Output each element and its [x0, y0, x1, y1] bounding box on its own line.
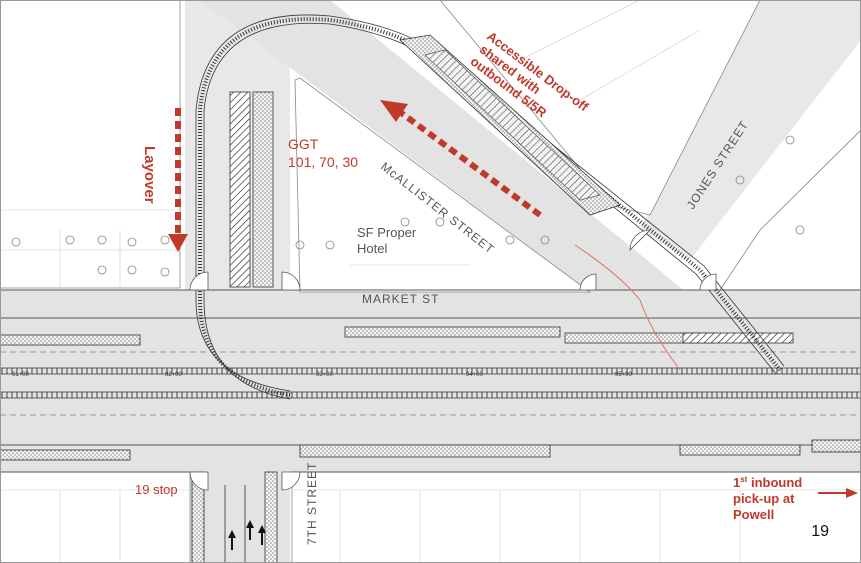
pickup-label-line1: 1st inbound	[733, 475, 802, 490]
boarding-islands	[0, 326, 861, 461]
station-91: 91+00	[12, 372, 30, 378]
station-92: 92+00	[165, 372, 183, 378]
station-93: 93+00	[316, 372, 334, 378]
lane-arrows	[228, 520, 266, 550]
layover-label: Layover	[141, 146, 158, 204]
ggt-label-line2: 101, 70, 30	[288, 154, 358, 170]
stop-19-label: 19 stop	[135, 482, 178, 497]
station-labels: 93+00 94+00 95+00 92+00 91+00	[12, 372, 633, 378]
seventh-street-label: 7TH STREET	[305, 462, 319, 545]
ggt-label-line1: GGT	[288, 136, 319, 152]
pickup-ordinal-suffix: st	[740, 475, 747, 484]
corner-bulbouts	[189, 229, 717, 491]
loop-track-rails	[195, 14, 785, 400]
street-trees	[11, 135, 805, 277]
station-95: 95+00	[615, 372, 633, 378]
jones-turn-route	[574, 244, 681, 371]
page-number: 19	[811, 523, 829, 540]
layover-route-arrow	[168, 108, 188, 252]
pickup-label-line2: pick-up at	[733, 491, 795, 506]
market-tracks	[0, 367, 861, 399]
dropoff-route-arrow	[380, 100, 542, 218]
pickup-annotation: 1st inbound pick-up at Powell	[733, 475, 802, 522]
hotel-label-line1: SF Proper	[357, 225, 417, 240]
market-street-label: MARKET ST	[362, 292, 439, 306]
pickup-line1-rest: inbound	[747, 475, 802, 490]
pickup-route-arrow	[818, 488, 858, 498]
pickup-ordinal: 1	[733, 475, 740, 490]
hotel-label-line2: Hotel	[357, 241, 387, 256]
mcallister-platform	[399, 34, 621, 216]
seventh-street-lanes	[191, 91, 278, 563]
pickup-label-line3: Powell	[733, 507, 774, 522]
station-94: 94+00	[466, 372, 484, 378]
